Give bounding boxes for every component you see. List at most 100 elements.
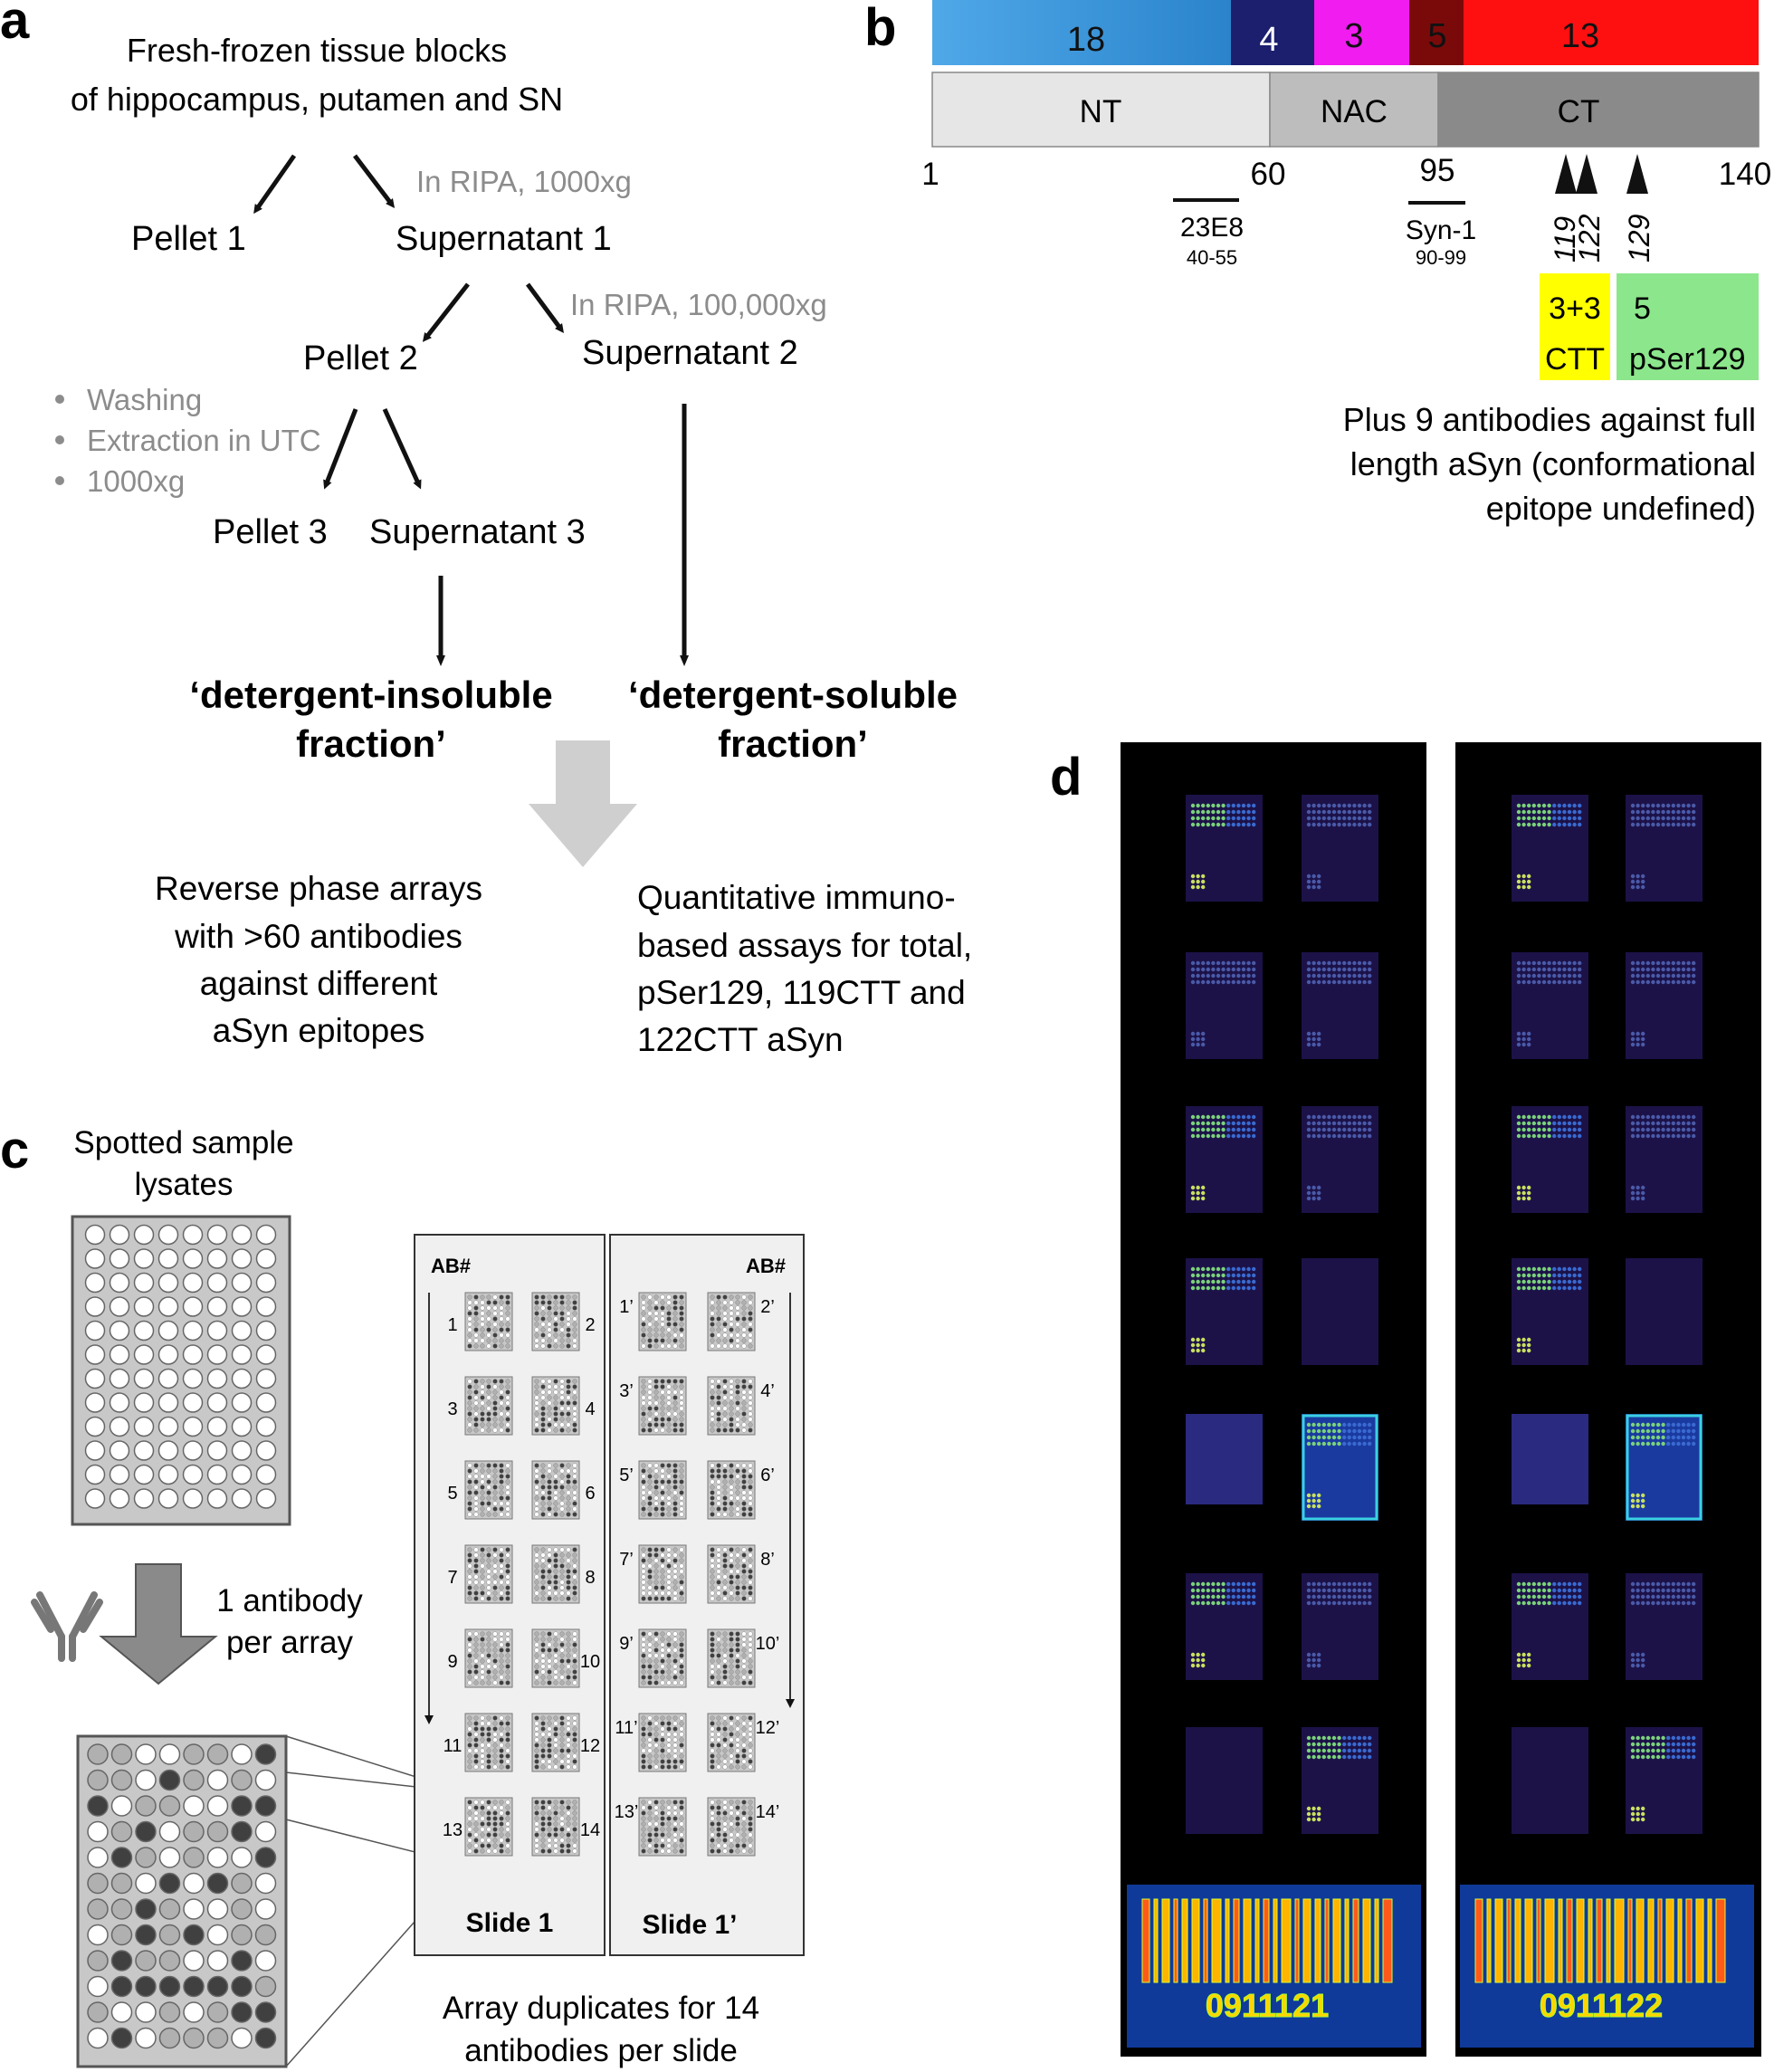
scan-spot xyxy=(1221,1273,1226,1278)
scan-spot xyxy=(1676,1594,1681,1599)
scan-spot xyxy=(1342,1121,1347,1126)
scan-spot xyxy=(1636,1428,1640,1434)
mini-well xyxy=(473,1411,479,1417)
mini-well xyxy=(534,1311,539,1316)
mini-well xyxy=(499,1479,504,1485)
mini-well xyxy=(735,1843,740,1848)
pser-count: 5 xyxy=(1634,291,1651,326)
mini-well xyxy=(553,1485,558,1490)
scan-spot xyxy=(1337,1114,1341,1120)
mini-well xyxy=(553,1580,558,1585)
barcode-bar xyxy=(1173,1898,1178,1983)
mini-well xyxy=(748,1642,753,1647)
mini-well xyxy=(467,1810,472,1816)
scan-spot xyxy=(1317,1042,1321,1047)
mini-well xyxy=(540,1653,546,1658)
scan-spot xyxy=(1337,1121,1341,1126)
scan-spot xyxy=(1578,1133,1582,1139)
mini-well xyxy=(679,1501,684,1506)
mini-well xyxy=(566,1316,571,1322)
mini-well xyxy=(653,1490,659,1495)
well xyxy=(133,1416,155,1437)
mini-well xyxy=(679,1805,684,1810)
scan-spot xyxy=(1236,1588,1241,1593)
scan-spot xyxy=(1196,1657,1200,1663)
mini-well xyxy=(540,1294,546,1300)
scan-spot xyxy=(1226,1600,1231,1606)
scan-spot xyxy=(1306,1588,1311,1593)
scan-spot xyxy=(1645,1600,1651,1606)
mini-well xyxy=(716,1474,721,1479)
mini-well xyxy=(647,1422,653,1427)
mini-well xyxy=(729,1821,734,1827)
mini-well xyxy=(566,1647,571,1653)
well xyxy=(109,1392,130,1413)
mini-well xyxy=(559,1300,565,1305)
scan-spot xyxy=(1201,1121,1206,1126)
mini-well xyxy=(653,1389,659,1395)
mini-well xyxy=(559,1805,565,1810)
scan-spot xyxy=(1362,1133,1367,1139)
insoluble-fraction-line-1: ‘detergent-insoluble xyxy=(189,673,552,716)
well xyxy=(158,1924,181,1946)
well xyxy=(231,1224,253,1246)
scan-spot xyxy=(1216,1273,1221,1278)
scan-spot xyxy=(1196,816,1200,821)
mini-well xyxy=(748,1631,753,1637)
scan-spot xyxy=(1636,1493,1640,1498)
mini-well xyxy=(641,1322,646,1327)
mini-well xyxy=(540,1821,546,1827)
scan-spot xyxy=(1681,1742,1686,1747)
scan-spot xyxy=(1306,1422,1311,1427)
mini-well xyxy=(566,1800,571,1805)
mini-well xyxy=(534,1389,539,1395)
mini-well xyxy=(480,1680,485,1685)
mini-well xyxy=(559,1406,565,1411)
scan-spot xyxy=(1331,1422,1337,1427)
scan-spot xyxy=(1337,1588,1341,1593)
scan-spot xyxy=(1236,822,1241,827)
mini-well xyxy=(566,1848,571,1854)
scan-spot xyxy=(1196,1121,1200,1126)
scan-spot xyxy=(1671,1435,1676,1440)
mini-well xyxy=(741,1305,747,1311)
scan-spot xyxy=(1686,1748,1691,1753)
scan-spot xyxy=(1578,960,1582,966)
mini-well xyxy=(492,1653,498,1658)
mini-well xyxy=(679,1827,684,1832)
scan-spot xyxy=(1241,1114,1246,1120)
scan-spot xyxy=(1327,816,1331,821)
scan-spot xyxy=(1636,1735,1640,1741)
mini-well xyxy=(499,1838,504,1843)
mini-well xyxy=(534,1327,539,1332)
scan-spot xyxy=(1201,960,1206,966)
scan-spot xyxy=(1671,973,1676,979)
mini-well xyxy=(553,1664,558,1669)
mini-well xyxy=(534,1832,539,1838)
mini-well xyxy=(572,1848,577,1854)
mini-well xyxy=(540,1832,546,1838)
mini-well xyxy=(722,1547,728,1552)
scan-spot xyxy=(1661,816,1665,821)
well xyxy=(109,1464,130,1485)
arrow-to-supernatant1 xyxy=(353,154,396,208)
mini-well xyxy=(473,1512,479,1517)
scan-spot xyxy=(1567,809,1572,815)
mini-well xyxy=(559,1664,565,1669)
mini-well xyxy=(553,1832,558,1838)
mini-well xyxy=(729,1748,734,1753)
mini-well xyxy=(572,1389,577,1395)
mini-well xyxy=(534,1384,539,1389)
bullet-dot xyxy=(55,435,64,444)
mini-well xyxy=(679,1322,684,1327)
mini-well xyxy=(473,1848,479,1854)
scan-spot xyxy=(1201,1279,1206,1284)
mini-well xyxy=(647,1512,653,1517)
mini-well xyxy=(559,1479,565,1485)
scan-spot xyxy=(1190,1348,1196,1353)
scan-spot xyxy=(1541,1133,1547,1139)
mini-well xyxy=(741,1327,747,1332)
mini-well xyxy=(741,1827,747,1832)
mini-well xyxy=(553,1743,558,1748)
mini-well xyxy=(505,1327,510,1332)
